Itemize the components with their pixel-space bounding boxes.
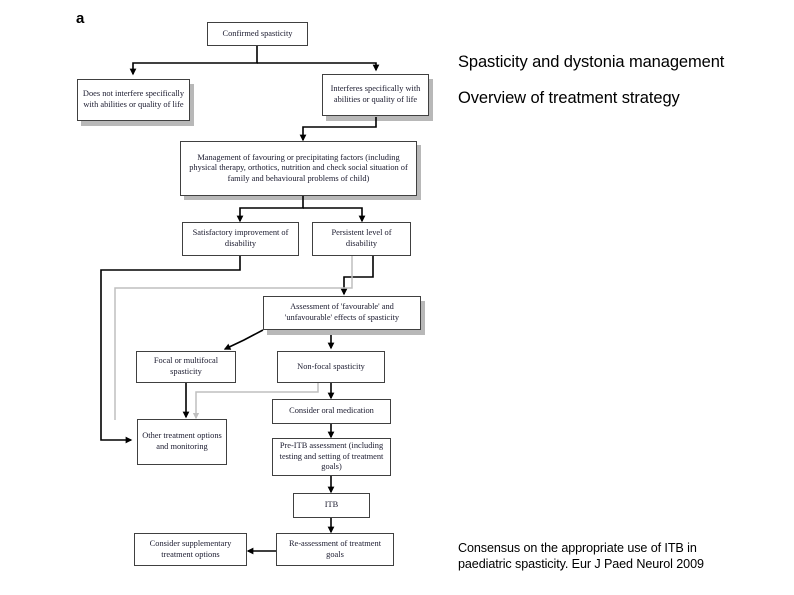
node-label: Satisfactory improvement of disability (192, 228, 289, 248)
node-interferes-specifically[interactable]: Interferes specifically with abilities o… (322, 74, 429, 116)
node-label: Management of favouring or precipitating… (189, 152, 408, 183)
title-block: Spasticity and dystonia management Overv… (458, 52, 778, 124)
node-label: Confirmed spasticity (222, 28, 293, 38)
node-label: Does not interfere specifically with abi… (82, 89, 185, 109)
title-line-secondary: Overview of treatment strategy (458, 89, 680, 107)
node-label: Other treatment options and monitoring (142, 431, 222, 451)
node-nonfocal-spasticity[interactable]: Non-focal spasticity (277, 351, 385, 383)
node-itb[interactable]: ITB (293, 493, 370, 518)
node-management-of-factors[interactable]: Management of favouring or precipitating… (180, 141, 417, 196)
node-consider-oral-medication[interactable]: Consider oral medication (272, 399, 391, 424)
node-focal-spasticity[interactable]: Focal or multifocal spasticity (136, 351, 236, 383)
node-label: Focal or multifocal spasticity (153, 356, 219, 376)
node-pre-itb-assessment[interactable]: Pre-ITB assessment (including testing an… (272, 438, 391, 476)
node-label: Re-assessment of treatment goals (288, 538, 382, 559)
node-consider-supplementary[interactable]: Consider supplementary treatment options (134, 533, 247, 566)
citation-line-1: Consensus on the appropriate use of ITB … (458, 541, 697, 555)
title-line-primary: Spasticity and dystonia management (458, 53, 725, 71)
node-label: Consider oral medication (289, 406, 374, 416)
node-label: Consider supplementary treatment options (149, 538, 232, 559)
node-other-treatment-options[interactable]: Other treatment options and monitoring (137, 419, 227, 465)
node-assessment-effects[interactable]: Assessment of 'favourable' and 'unfavour… (263, 296, 421, 330)
node-persistent-disability[interactable]: Persistent level of disability (312, 222, 411, 256)
node-label: Pre-ITB assessment (including testing an… (279, 441, 384, 472)
node-confirmed-spasticity[interactable]: Confirmed spasticity (207, 22, 308, 46)
node-label: ITB (324, 500, 339, 510)
node-label: Assessment of 'favourable' and 'unfavour… (284, 302, 400, 322)
node-label: Persistent level of disability (331, 228, 392, 248)
node-label: Interferes specifically with abilities o… (330, 84, 421, 104)
node-does-not-interfere[interactable]: Does not interfere specifically with abi… (77, 79, 190, 121)
node-satisfactory-improvement[interactable]: Satisfactory improvement of disability (182, 222, 299, 256)
node-label: Non-focal spasticity (297, 361, 365, 371)
citation-block: Consensus on the appropriate use of ITB … (458, 540, 788, 572)
citation-line-2: paediatric spasticity. Eur J Paed Neurol… (458, 557, 704, 571)
panel-label: a (76, 10, 85, 27)
node-re-assessment-goals[interactable]: Re-assessment of treatment goals (276, 533, 394, 566)
